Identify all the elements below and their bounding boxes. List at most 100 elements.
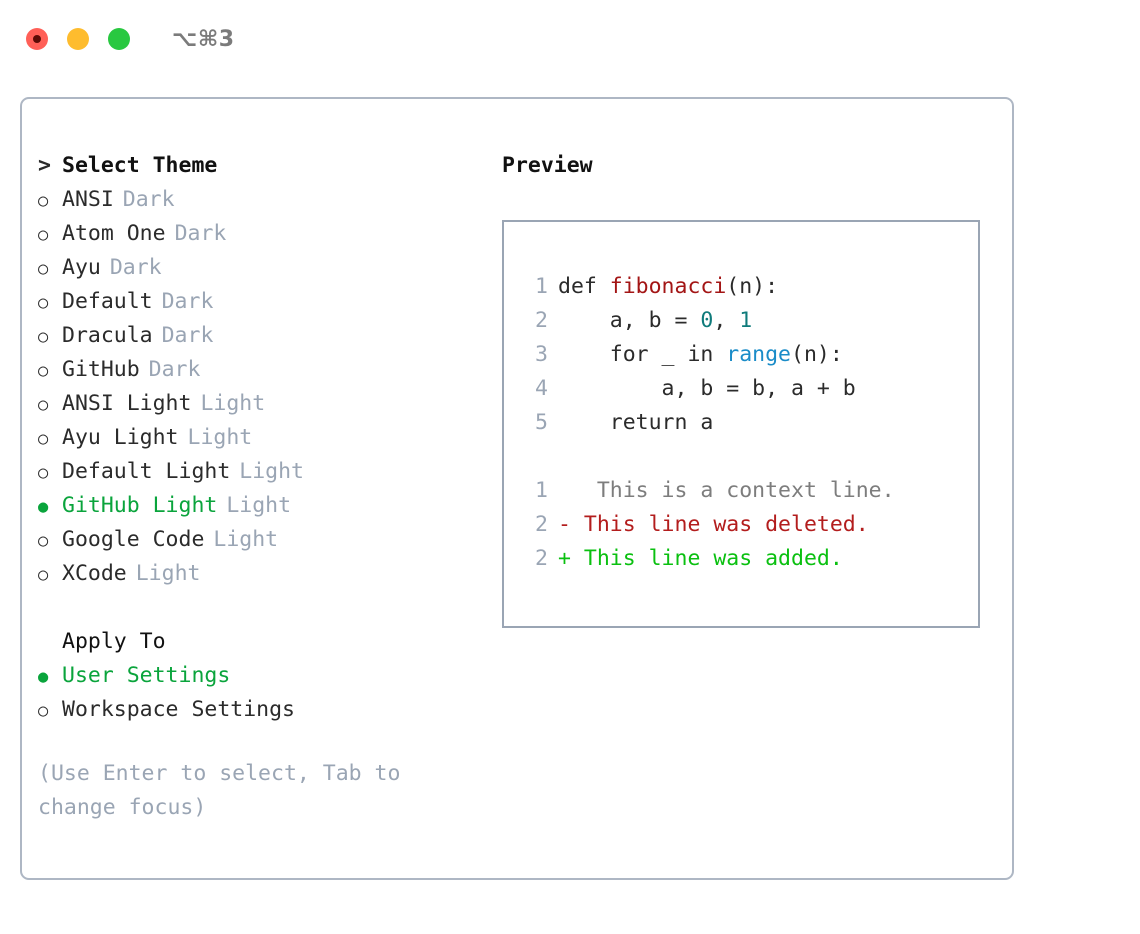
- code-token: ,: [713, 308, 740, 333]
- preview-title: Preview: [502, 153, 593, 178]
- select-theme-header: > Select Theme: [38, 149, 498, 183]
- code-token: for _ in: [558, 342, 727, 367]
- theme-item-label: Google Code: [62, 527, 205, 552]
- line-number: 2: [535, 512, 548, 537]
- line-number: 2: [535, 308, 548, 333]
- diff-line: 1 This is a context line.: [504, 474, 978, 508]
- list-spacer: [38, 591, 498, 625]
- code-token: (n):: [726, 274, 779, 299]
- theme-selector-column: >Select Theme ANSIDarkAtom OneDarkAyuDar…: [38, 149, 498, 825]
- apply-to-list[interactable]: User SettingsWorkspace Settings: [38, 659, 498, 727]
- theme-variant-tag: Dark: [174, 221, 227, 246]
- radio-empty-icon: [38, 183, 62, 218]
- close-dot-icon: [33, 35, 41, 43]
- theme-variant-tag: Dark: [148, 357, 201, 382]
- select-theme-label: Select Theme: [62, 153, 218, 178]
- traffic-lights: [26, 28, 130, 50]
- code-token: 0: [700, 308, 714, 333]
- code-line: 1 def fibonacci(n):: [504, 270, 978, 304]
- line-number: 3: [535, 342, 548, 367]
- theme-item-label: Dracula: [62, 323, 153, 348]
- theme-variant-tag: Dark: [161, 289, 214, 314]
- diff-line: 2 + This line was added.: [504, 542, 978, 576]
- code-token: a, b = b, a + b: [558, 376, 856, 401]
- diff-text: This line was added.: [570, 546, 843, 571]
- theme-item-atom-one[interactable]: Atom One Dark: [38, 217, 498, 251]
- theme-item-label: GitHub: [62, 357, 140, 382]
- apply-to-option-label: User Settings: [62, 663, 231, 688]
- maximize-button[interactable]: [108, 28, 130, 50]
- apply-to-option-label: Workspace Settings: [62, 697, 295, 722]
- title-bar: ⌥⌘3: [0, 0, 1140, 78]
- line-number: 4: [535, 376, 548, 401]
- main-panel: >Select Theme ANSIDarkAtom OneDarkAyuDar…: [20, 97, 1014, 880]
- apply-to-option-workspace-settings[interactable]: Workspace Settings: [38, 693, 498, 727]
- keyboard-hint-text: (Use Enter to select, Tab to change focu…: [38, 761, 401, 820]
- theme-item-label: Default Light: [62, 459, 231, 484]
- code-token: def: [558, 274, 610, 299]
- code-token: return a: [558, 410, 714, 435]
- diff-line: 2- This line was deleted.: [504, 508, 978, 542]
- theme-variant-tag: Light: [239, 459, 305, 484]
- close-button[interactable]: [26, 28, 48, 50]
- line-number: 5: [535, 410, 548, 435]
- diff-text: This line was deleted.: [570, 512, 869, 537]
- theme-variant-tag: Light: [187, 425, 253, 450]
- apply-to-label: Apply To: [62, 629, 166, 654]
- theme-item-google-code[interactable]: Google Code Light: [38, 523, 498, 557]
- radio-empty-icon: [38, 693, 62, 728]
- radio-selected-icon: [38, 659, 62, 694]
- keyboard-shortcut-label: ⌥⌘3: [172, 26, 235, 52]
- apply-to-option-user-settings[interactable]: User Settings: [38, 659, 498, 693]
- theme-variant-tag: Light: [226, 493, 292, 518]
- radio-empty-icon: [38, 557, 62, 592]
- code-token: 1: [739, 308, 753, 333]
- theme-variant-tag: Dark: [161, 323, 214, 348]
- theme-item-label: ANSI: [62, 187, 114, 212]
- code-token: (n):: [791, 342, 843, 367]
- theme-item-label: ANSI Light: [62, 391, 192, 416]
- theme-item-github[interactable]: GitHub Dark: [38, 353, 498, 387]
- theme-variant-tag: Light: [213, 527, 279, 552]
- code-line: 5 return a: [504, 406, 978, 440]
- theme-item-ansi[interactable]: ANSI Dark: [38, 183, 498, 217]
- radio-empty-icon: [38, 353, 62, 388]
- radio-empty-icon: [38, 251, 62, 286]
- radio-empty-icon: [38, 319, 62, 354]
- theme-variant-tag: Dark: [122, 187, 175, 212]
- code-token: range: [726, 342, 792, 367]
- code-line: 4 a, b = b, a + b: [504, 372, 978, 406]
- theme-item-label: GitHub Light: [62, 493, 218, 518]
- line-number: 2: [535, 546, 548, 571]
- minimize-button[interactable]: [67, 28, 89, 50]
- diff-marker: +: [558, 546, 571, 571]
- diff-text: This is a context line.: [570, 478, 895, 503]
- radio-empty-icon: [38, 217, 62, 252]
- radio-empty-icon: [38, 421, 62, 456]
- theme-item-label: XCode: [62, 561, 127, 586]
- radio-selected-icon: [38, 489, 62, 524]
- theme-item-default-light[interactable]: Default Light Light: [38, 455, 498, 489]
- apply-to-header: Apply To: [38, 625, 498, 659]
- theme-item-label: Atom One: [62, 221, 166, 246]
- theme-item-dracula[interactable]: Dracula Dark: [38, 319, 498, 353]
- theme-list[interactable]: ANSIDarkAtom OneDarkAyuDarkDefaultDarkDr…: [38, 183, 498, 591]
- line-number: 1: [535, 478, 548, 503]
- radio-empty-icon: [38, 387, 62, 422]
- code-line: 3 for _ in range(n):: [504, 338, 978, 372]
- caret-icon: >: [38, 153, 51, 178]
- theme-item-github-light[interactable]: GitHub Light Light: [38, 489, 498, 523]
- line-number: 1: [535, 274, 548, 299]
- diff-marker: [558, 478, 571, 503]
- theme-item-label: Ayu: [62, 255, 101, 280]
- code-token: fibonacci: [609, 274, 727, 299]
- diff-sample: 1 This is a context line.2- This line wa…: [504, 474, 978, 576]
